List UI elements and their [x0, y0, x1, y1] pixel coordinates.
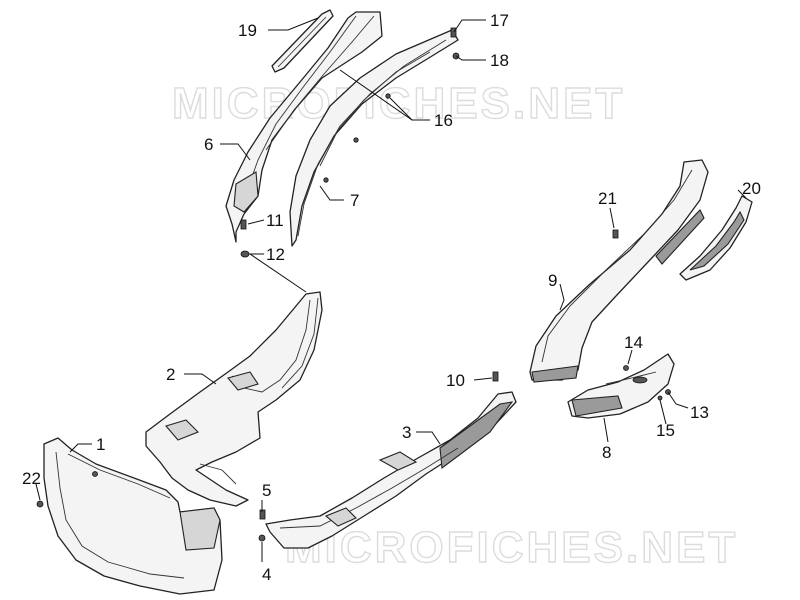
callout-3: 3 [402, 423, 411, 442]
callout-14: 14 [624, 333, 643, 352]
part-2-center-support [145, 291, 323, 507]
callout-5: 5 [262, 481, 271, 500]
callout-16: 16 [434, 111, 453, 130]
callout-20: 20 [742, 179, 761, 198]
callout-13: 13 [690, 403, 709, 422]
callout-9: 9 [548, 271, 557, 290]
hardware-11-12 [240, 219, 250, 258]
callout-18: 18 [490, 51, 509, 70]
hardware-13-14-15 [623, 365, 671, 401]
hardware-21 [612, 229, 619, 239]
callout-19: 19 [238, 21, 257, 40]
part-9-side-body-panel [529, 159, 709, 383]
callout-4: 4 [262, 565, 271, 584]
part-3-floor-strip [265, 391, 517, 549]
part-7-long-side-panel [289, 29, 459, 247]
callout-8: 8 [602, 443, 611, 462]
callout-15: 15 [656, 421, 675, 440]
hardware-10 [492, 371, 499, 382]
hardware-4-5 [258, 509, 266, 542]
callout-10: 10 [446, 371, 465, 390]
callout-7: 7 [350, 191, 359, 210]
part-1-front-panel [43, 437, 223, 595]
callout-2: 2 [166, 365, 175, 384]
callout-21: 21 [598, 189, 617, 208]
callout-1: 1 [96, 435, 105, 454]
callout-17: 17 [490, 11, 509, 30]
callout-12: 12 [266, 245, 285, 264]
callout-11: 11 [266, 211, 284, 230]
part-19-trim-strip [271, 9, 334, 73]
leader-lines [35, 17, 747, 562]
hardware-22 [36, 500, 44, 508]
part-6-inner-panel [225, 11, 383, 243]
callout-6: 6 [204, 135, 213, 154]
part-20-trim-strip [679, 195, 753, 281]
watermark-top: MICROFICHES.NET [172, 79, 625, 128]
watermark-bottom: MICROFICHES.NET [285, 523, 738, 572]
part-8-small-panel [567, 353, 675, 419]
callout-22: 22 [22, 469, 41, 488]
